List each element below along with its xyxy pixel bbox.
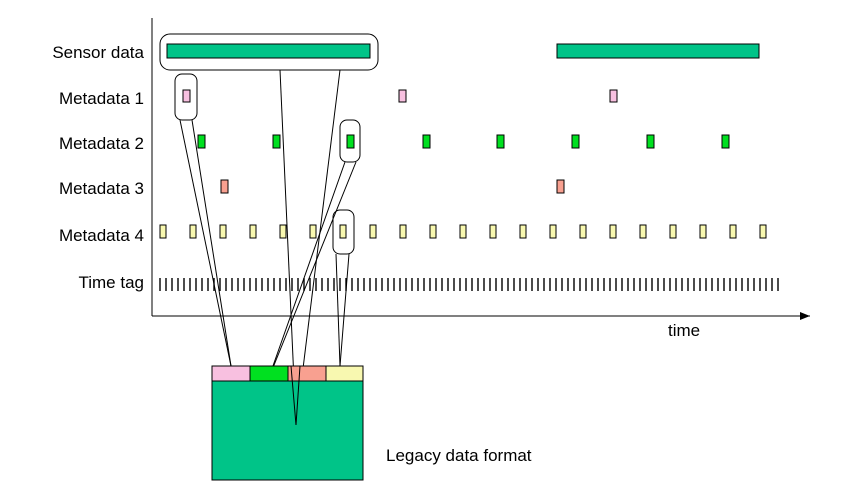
metadata-3-sample [220, 179, 229, 194]
metadata-2-sample [646, 134, 655, 149]
metadata-2-callout-line [267, 161, 357, 381]
metadata-2-sample [272, 134, 281, 149]
metadata-4-row [159, 224, 767, 239]
row-label-metadata-1: Metadata 1 [59, 89, 144, 108]
axes [151, 18, 810, 320]
metadata-4-sample [429, 224, 437, 239]
metadata-4-sample [369, 224, 377, 239]
metadata-2-sample [197, 134, 206, 149]
metadata-1-sample [182, 89, 191, 103]
metadata-4-sample [519, 224, 527, 239]
metadata-4-selection-loop [332, 209, 355, 255]
row-label-time-tag: Time tag [78, 273, 144, 292]
metadata-4-sample [279, 224, 287, 239]
legacy-header-metadata-3 [287, 365, 327, 382]
legacy-header-metadata-2 [249, 365, 289, 382]
metadata-4-sample [309, 224, 317, 239]
metadata-4-sample [609, 224, 617, 239]
metadata-1-sample [398, 89, 407, 103]
metadata-3-row [220, 179, 565, 194]
metadata-4-sample [729, 224, 737, 239]
row-label-metadata-3: Metadata 3 [59, 179, 144, 198]
selection-loops [159, 33, 379, 255]
row-label-metadata-4: Metadata 4 [59, 226, 144, 245]
metadata-4-sample [339, 224, 347, 239]
metadata-4-sample [639, 224, 647, 239]
sensor-data-bar [556, 43, 760, 59]
row-label-sensor-data: Sensor data [52, 43, 144, 62]
legacy-packet [211, 365, 364, 481]
metadata-4-sample [219, 224, 227, 239]
metadata-4-sample [399, 224, 407, 239]
legacy-header-metadata-1 [211, 365, 251, 382]
metadata-4-callout-line [339, 253, 350, 367]
metadata-4-sample [249, 224, 257, 239]
metadata-1-sample [609, 89, 618, 103]
metadata-4-sample [459, 224, 467, 239]
x-axis-arrowhead [800, 312, 810, 320]
row-label-metadata-2: Metadata 2 [59, 134, 144, 153]
callout-line-ends [290, 365, 301, 426]
legacy-format-label: Legacy data format [386, 446, 532, 465]
sensor-callout-line-end [295, 365, 301, 426]
legacy-body-sensor-data [211, 380, 364, 481]
metadata-2-sample [721, 134, 730, 149]
metadata-4-sample [669, 224, 677, 239]
metadata-1-selection-loop [174, 73, 198, 121]
metadata-4-callout-line [335, 253, 341, 367]
sensor-data-row [166, 43, 760, 59]
metadata-3-sample [556, 179, 565, 194]
metadata-4-sample [549, 224, 557, 239]
legacy-header-metadata-4 [325, 365, 364, 382]
metadata-2-row [197, 134, 730, 149]
sensor-data-selection-loop [159, 33, 379, 71]
row-labels: Sensor data Metadata 1 Metadata 2 Metada… [52, 43, 144, 292]
sensor-data-bar [166, 43, 371, 59]
metadata-2-sample [571, 134, 580, 149]
sensor-callout-line-end [290, 365, 297, 426]
metadata-2-callout-line [267, 161, 346, 381]
metadata-2-selection-loop [339, 119, 361, 163]
metadata-2-sample [422, 134, 431, 149]
time-axis-label: time [668, 321, 700, 340]
time-tag-ticks [159, 278, 779, 291]
metadata-1-row [182, 89, 618, 103]
metadata-2-sample [496, 134, 505, 149]
metadata-4-sample [159, 224, 167, 239]
metadata-4-sample [489, 224, 497, 239]
metadata-2-sample [346, 134, 355, 149]
metadata-4-sample [699, 224, 707, 239]
metadata-1-callout-line [179, 119, 232, 367]
metadata-4-sample [759, 224, 767, 239]
metadata-1-callout-line [191, 119, 232, 367]
metadata-4-sample [189, 224, 197, 239]
metadata-4-sample [579, 224, 587, 239]
